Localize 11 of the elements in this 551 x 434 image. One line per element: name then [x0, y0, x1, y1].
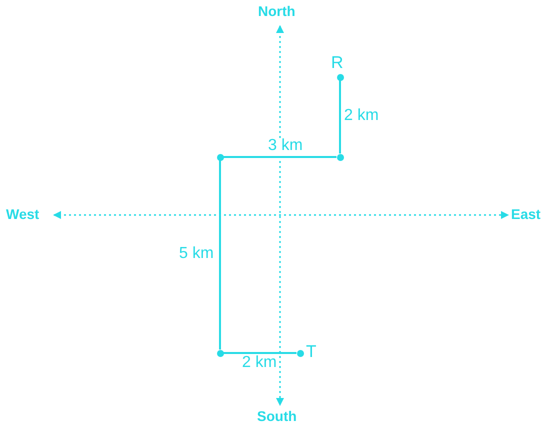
direction-label: West — [6, 207, 40, 221]
direction-label: North — [258, 4, 296, 18]
path-line — [339, 80, 341, 154]
path-line — [219, 160, 221, 350]
direction-label: South — [257, 409, 297, 423]
point-label: R — [331, 54, 344, 71]
edge-label: 3 km — [267, 138, 304, 154]
path-line — [224, 352, 296, 354]
direction-label: East — [511, 207, 541, 221]
path-line — [224, 156, 336, 158]
point-label: T — [306, 343, 316, 360]
